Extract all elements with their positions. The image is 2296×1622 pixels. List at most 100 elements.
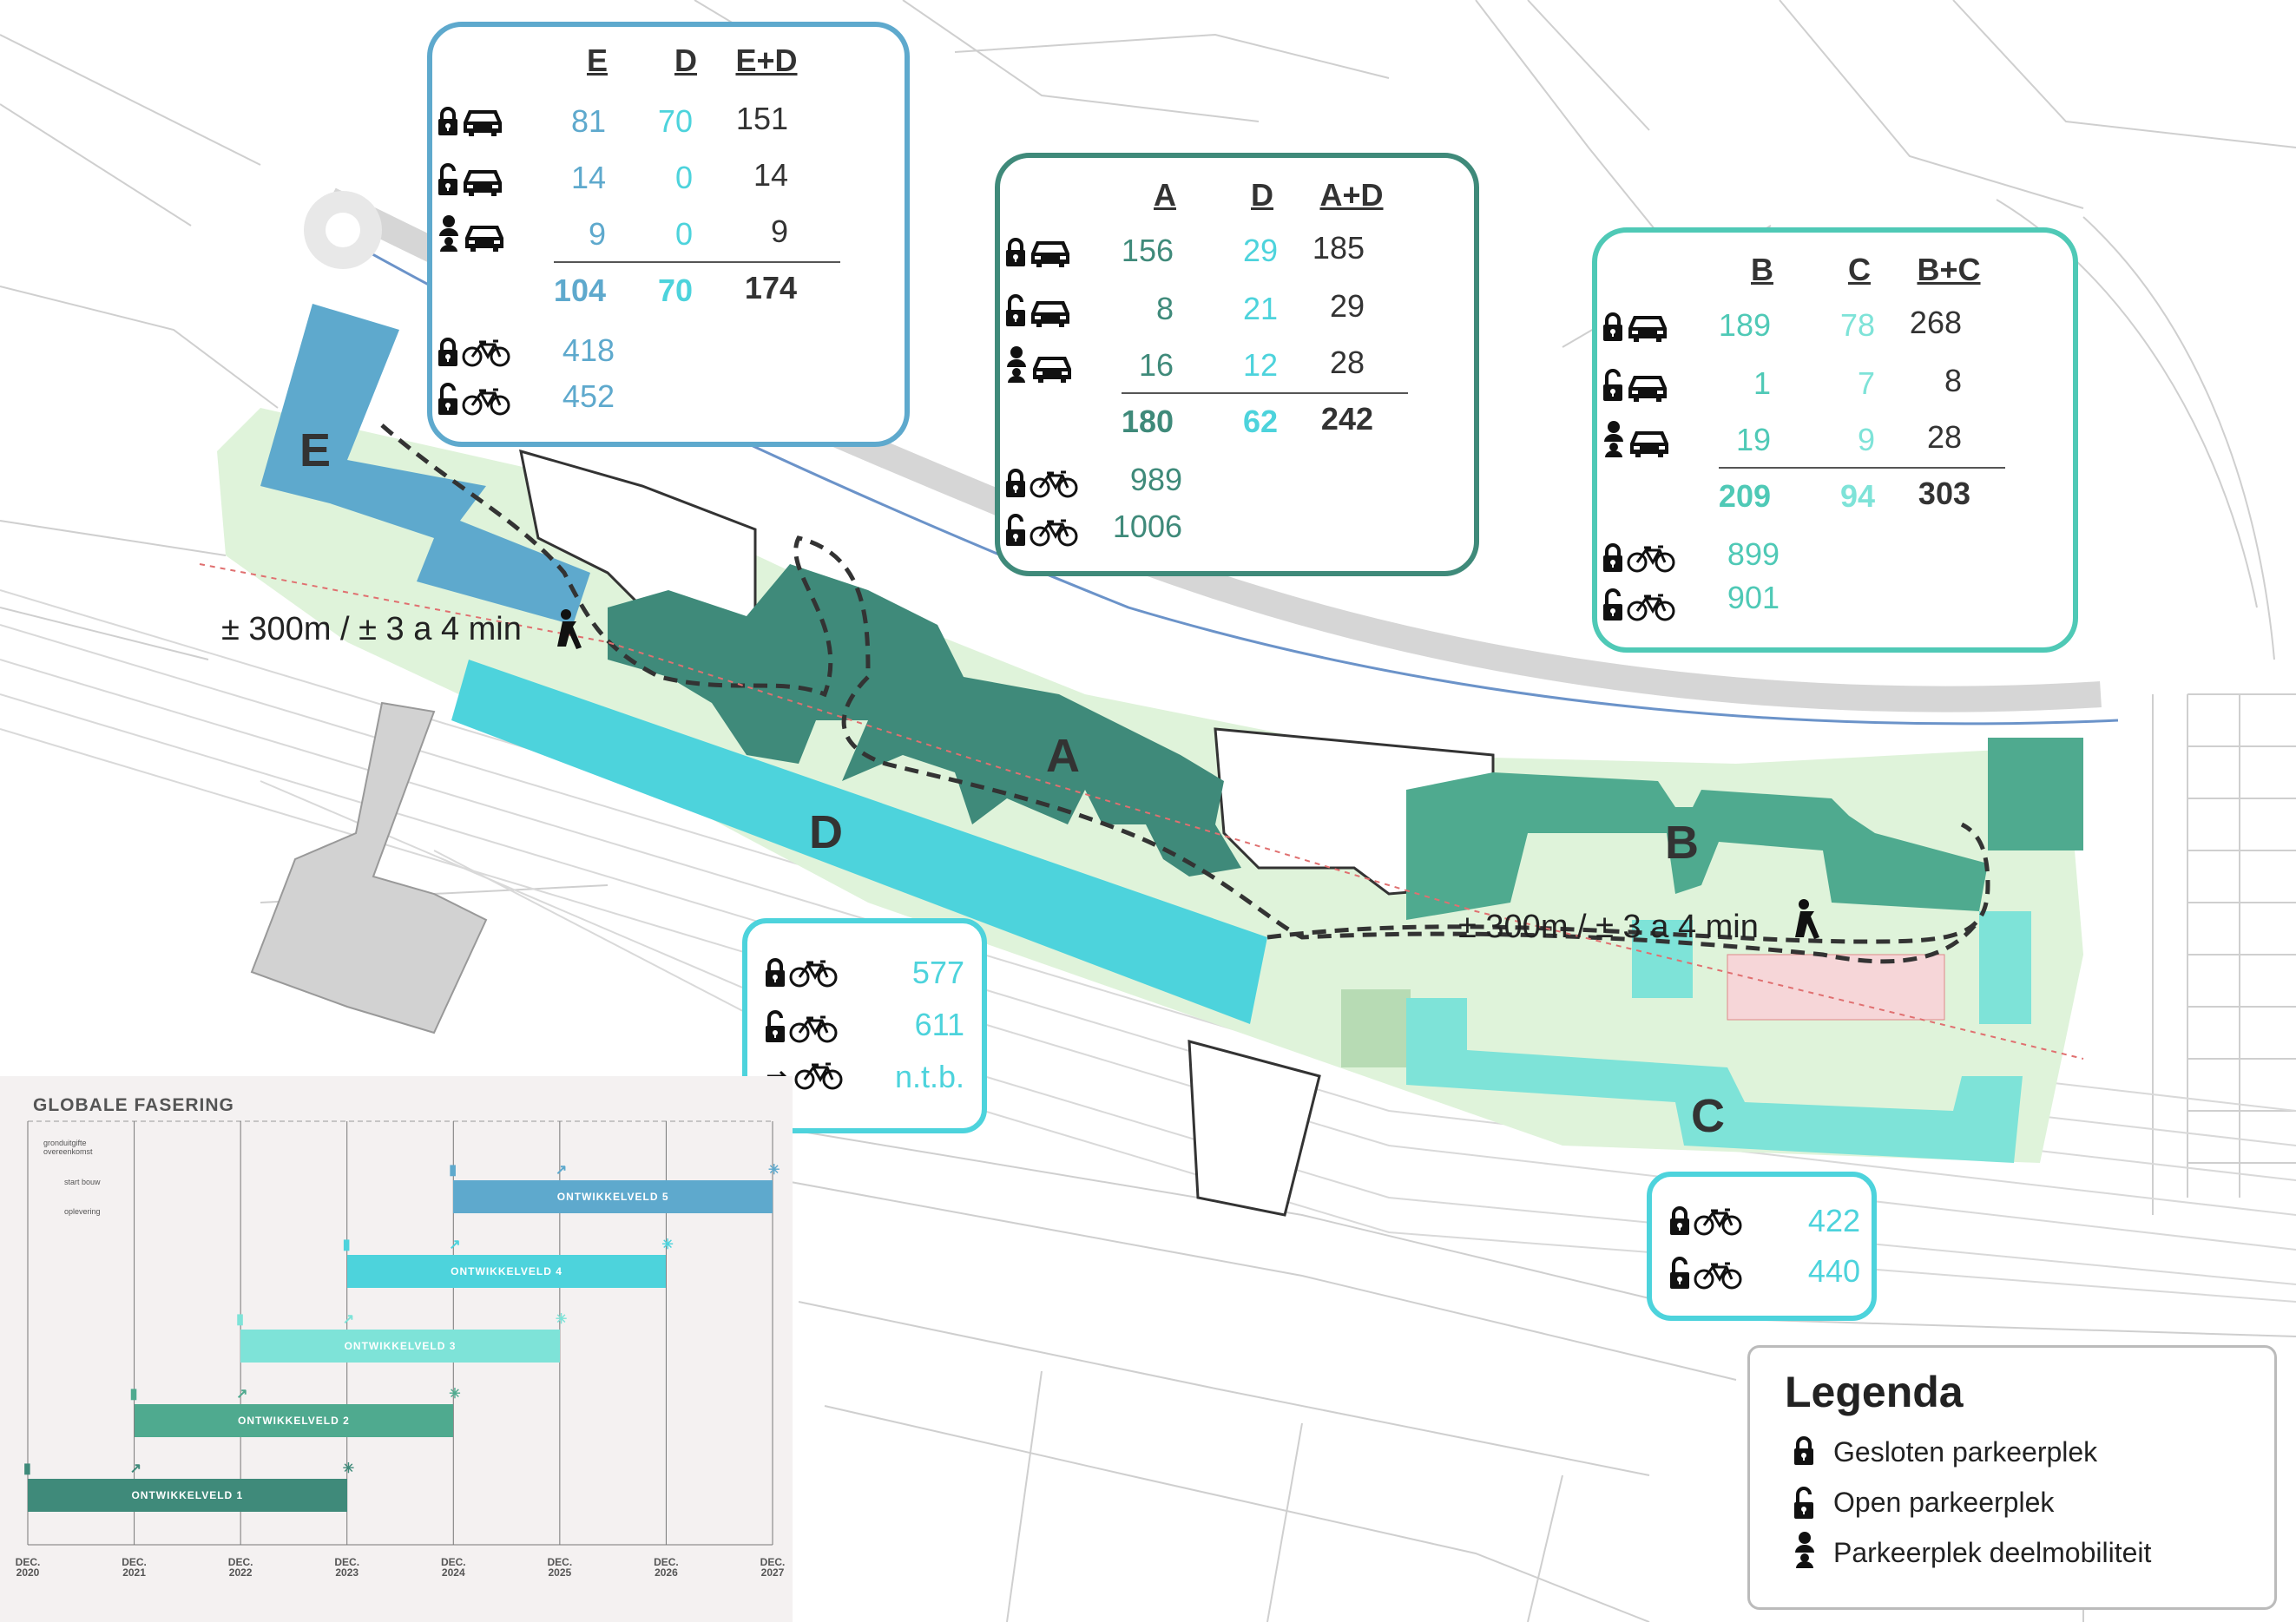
separator: [1719, 467, 2005, 469]
person-icon: [1793, 1532, 1816, 1568]
open-lock-icon: [1793, 1487, 1814, 1520]
lock-car-icon: [437, 107, 503, 136]
pedestrian-icon: [557, 609, 582, 649]
col-header: D: [674, 43, 697, 78]
open-lock-car-icon: [1602, 369, 1668, 402]
value-cell: 81: [570, 103, 606, 139]
hammer-icon: ↗: [129, 1461, 141, 1476]
lock-icon: [1793, 1436, 1814, 1466]
open-lock-bike-icon: [1005, 514, 1078, 547]
building-label-A: A: [1046, 730, 1080, 782]
value-cell: 1006: [1112, 509, 1182, 544]
open-lock-car-icon: [437, 163, 503, 196]
value-cell: 70: [657, 103, 693, 139]
walk-route-right: [1266, 822, 1990, 944]
value-cell: 8: [1155, 291, 1174, 326]
phasing-tick-label: DEC.2025: [547, 1556, 573, 1579]
building-C: [1406, 998, 2023, 1163]
open-lock-bike-icon: [1602, 588, 1675, 621]
value-cell: 422: [1807, 1203, 1860, 1238]
value-cell: 1: [1753, 365, 1771, 401]
total-cell: 62: [1242, 404, 1278, 439]
total-cell: 303: [1918, 476, 1970, 511]
total-cell: 70: [657, 273, 693, 308]
asterisk-icon: ✳: [342, 1461, 355, 1476]
phasing-title: GLOBALE FASERING: [33, 1095, 234, 1115]
value-cell: 8: [1944, 363, 1962, 398]
phasing-tick-label: DEC.2022: [227, 1556, 253, 1579]
open-lock-car-icon: [1005, 294, 1071, 327]
total-cell: 104: [553, 273, 606, 308]
hammer-icon: ↗: [236, 1387, 248, 1402]
value-cell: 29: [1329, 288, 1365, 324]
asterisk-icon: ✳: [449, 1387, 461, 1402]
person-car-icon: [1602, 421, 1670, 457]
value-cell: 28: [1926, 419, 1962, 455]
phasing-chart: GLOBALE FASERING gronduitgifte overeenko…: [0, 1076, 793, 1622]
value-cell: 28: [1329, 345, 1365, 380]
lock-bike-icon: [765, 958, 838, 988]
value-cell: 452: [562, 378, 615, 414]
total-cell: 209: [1718, 478, 1771, 514]
value-cell: 189: [1718, 307, 1771, 343]
total-cell: 242: [1320, 401, 1373, 437]
value-cell: 440: [1807, 1253, 1860, 1289]
hammer-icon: ↗: [555, 1163, 568, 1178]
hammer-icon: ↗: [342, 1312, 355, 1327]
value-cell: 9: [588, 216, 606, 252]
station-building: [250, 701, 488, 1034]
value-cell: 19: [1735, 422, 1771, 457]
phasing-tick-label: DEC.2020: [15, 1556, 41, 1579]
value-cell: 156: [1121, 233, 1174, 268]
hammer-icon: ↗: [449, 1238, 461, 1252]
phasing-bar: ONTWIKKELVELD 4: [346, 1255, 667, 1288]
legend-item: Parkeerplek deelmobiliteit: [1833, 1537, 2152, 1568]
col-header: B: [1751, 252, 1773, 287]
phasing-tick-label: DEC.2021: [122, 1556, 147, 1579]
value-cell: 29: [1242, 233, 1278, 268]
building-label-D: D: [809, 806, 843, 858]
document-icon: ▮: [342, 1238, 351, 1252]
building-E: [260, 304, 590, 625]
phasing-bar: ONTWIKKELVELD 5: [453, 1180, 773, 1213]
open-lock-bike-icon: [1669, 1257, 1742, 1290]
value-cell: 989: [1129, 462, 1182, 497]
phasing-tick-label: DEC.2027: [760, 1556, 786, 1579]
legend-hammer: start bouw: [64, 1178, 101, 1186]
separator: [1122, 392, 1408, 394]
bike-box-D: 577 611 n.t.b.: [742, 918, 987, 1133]
walk-distance-right: ± 300m / ± 3 a 4 min: [1458, 909, 1759, 945]
total-cell: 94: [1839, 478, 1875, 514]
plaza: [1341, 989, 1411, 1067]
parking-box-E-D: E D E+D 81 70 151 14 0 14 9 0 9 104 70 1…: [427, 22, 910, 447]
phasing-tick-label: DEC.2023: [334, 1556, 360, 1579]
col-header: B+C: [1917, 252, 1981, 287]
parking-box-B-C: B C B+C 189 78 268 1 7 8 19 9 28 209 94 …: [1592, 227, 2078, 653]
phasing-bar: ONTWIKKELVELD 1: [28, 1479, 347, 1512]
phasing-bar: ONTWIKKELVELD 3: [240, 1330, 560, 1363]
bike-parking-area: [1727, 954, 1945, 1021]
value-cell: 418: [562, 332, 615, 368]
col-header: C: [1848, 252, 1871, 287]
value-cell: 7: [1857, 365, 1875, 401]
walk-route-left: [380, 424, 1981, 964]
building-B: [1406, 772, 1988, 920]
value-cell: 0: [674, 160, 693, 195]
building-label-B: B: [1665, 817, 1699, 869]
asterisk-icon: ✳: [661, 1238, 674, 1252]
parking-box-A-D: A D A+D 156 29 185 8 21 29 16 12 28 180 …: [995, 153, 1479, 576]
phasing-tick-label: DEC.2026: [654, 1556, 679, 1579]
document-icon: ▮: [449, 1163, 457, 1178]
open-lock-bike-icon: [437, 383, 510, 416]
pedestrian-icon: [1795, 899, 1819, 939]
legend: Legenda Gesloten parkeerplek Open parkee…: [1747, 1345, 2277, 1610]
col-header: E+D: [735, 43, 798, 78]
lock-bike-icon: [437, 338, 510, 367]
value-cell: n.t.b.: [894, 1059, 964, 1094]
value-cell: 0: [674, 216, 693, 252]
legend-item: Gesloten parkeerplek: [1833, 1436, 2098, 1468]
document-icon: ▮: [129, 1387, 138, 1402]
asterisk-icon: ✳: [555, 1312, 568, 1327]
col-header: A: [1154, 177, 1176, 213]
legend-asterisk: oplevering: [64, 1207, 101, 1216]
